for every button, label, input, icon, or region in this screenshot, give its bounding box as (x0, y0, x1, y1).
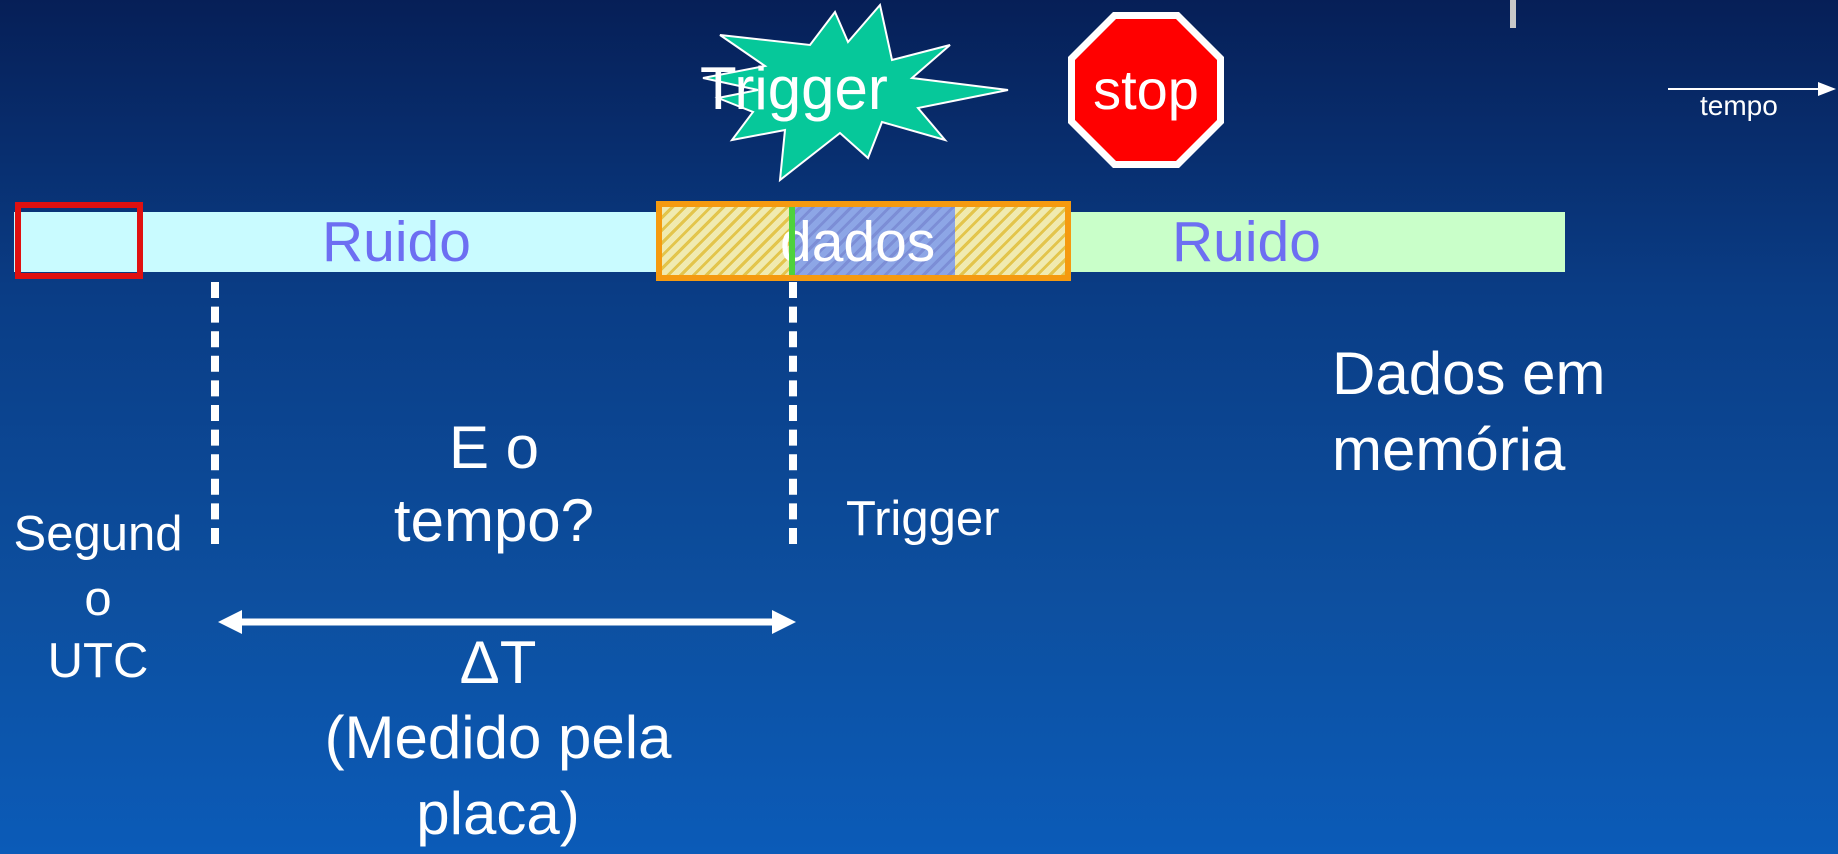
utc-second-box (15, 202, 143, 279)
trigger-position-line (789, 205, 795, 277)
second-utc-line2: o (84, 572, 112, 626)
memory-text-line1: Dados em (1332, 340, 1606, 407)
measured-line1: (Medido pela (324, 704, 672, 771)
noise-right-label: Ruido (1172, 210, 1321, 274)
question-text-line2: tempo? (393, 487, 595, 554)
time-axis-arrow-icon (1668, 82, 1836, 96)
stop-sign-label: stop (1093, 58, 1199, 121)
noise-left-label: Ruido (322, 210, 471, 274)
trigger-burst-label: Trigger (700, 55, 888, 122)
noise-left-bar (14, 212, 674, 272)
data-segment-fill (790, 207, 955, 275)
trigger-burst-icon (702, 2, 1009, 183)
time-axis-label: tempo (1700, 90, 1778, 121)
stop-sign-icon (1068, 12, 1224, 168)
delta-t-double-arrow-icon (218, 610, 796, 634)
question-text-line1: E o (448, 414, 540, 481)
data-segment-label: dados (780, 210, 936, 274)
second-utc-line3: UTC (47, 634, 149, 688)
second-utc-line1: Segund (13, 507, 183, 561)
measured-line2: placa) (416, 780, 580, 847)
data-window-box (656, 201, 1071, 281)
edge-mark (1510, 0, 1516, 28)
utc-dashed-marker (211, 282, 219, 544)
noise-right-bar (1070, 212, 1565, 272)
trigger-dashed-marker (789, 282, 797, 544)
memory-text-line2: memória (1332, 416, 1566, 483)
trigger-marker-label: Trigger (846, 492, 1000, 546)
delta-t-label: ΔT (459, 629, 537, 696)
